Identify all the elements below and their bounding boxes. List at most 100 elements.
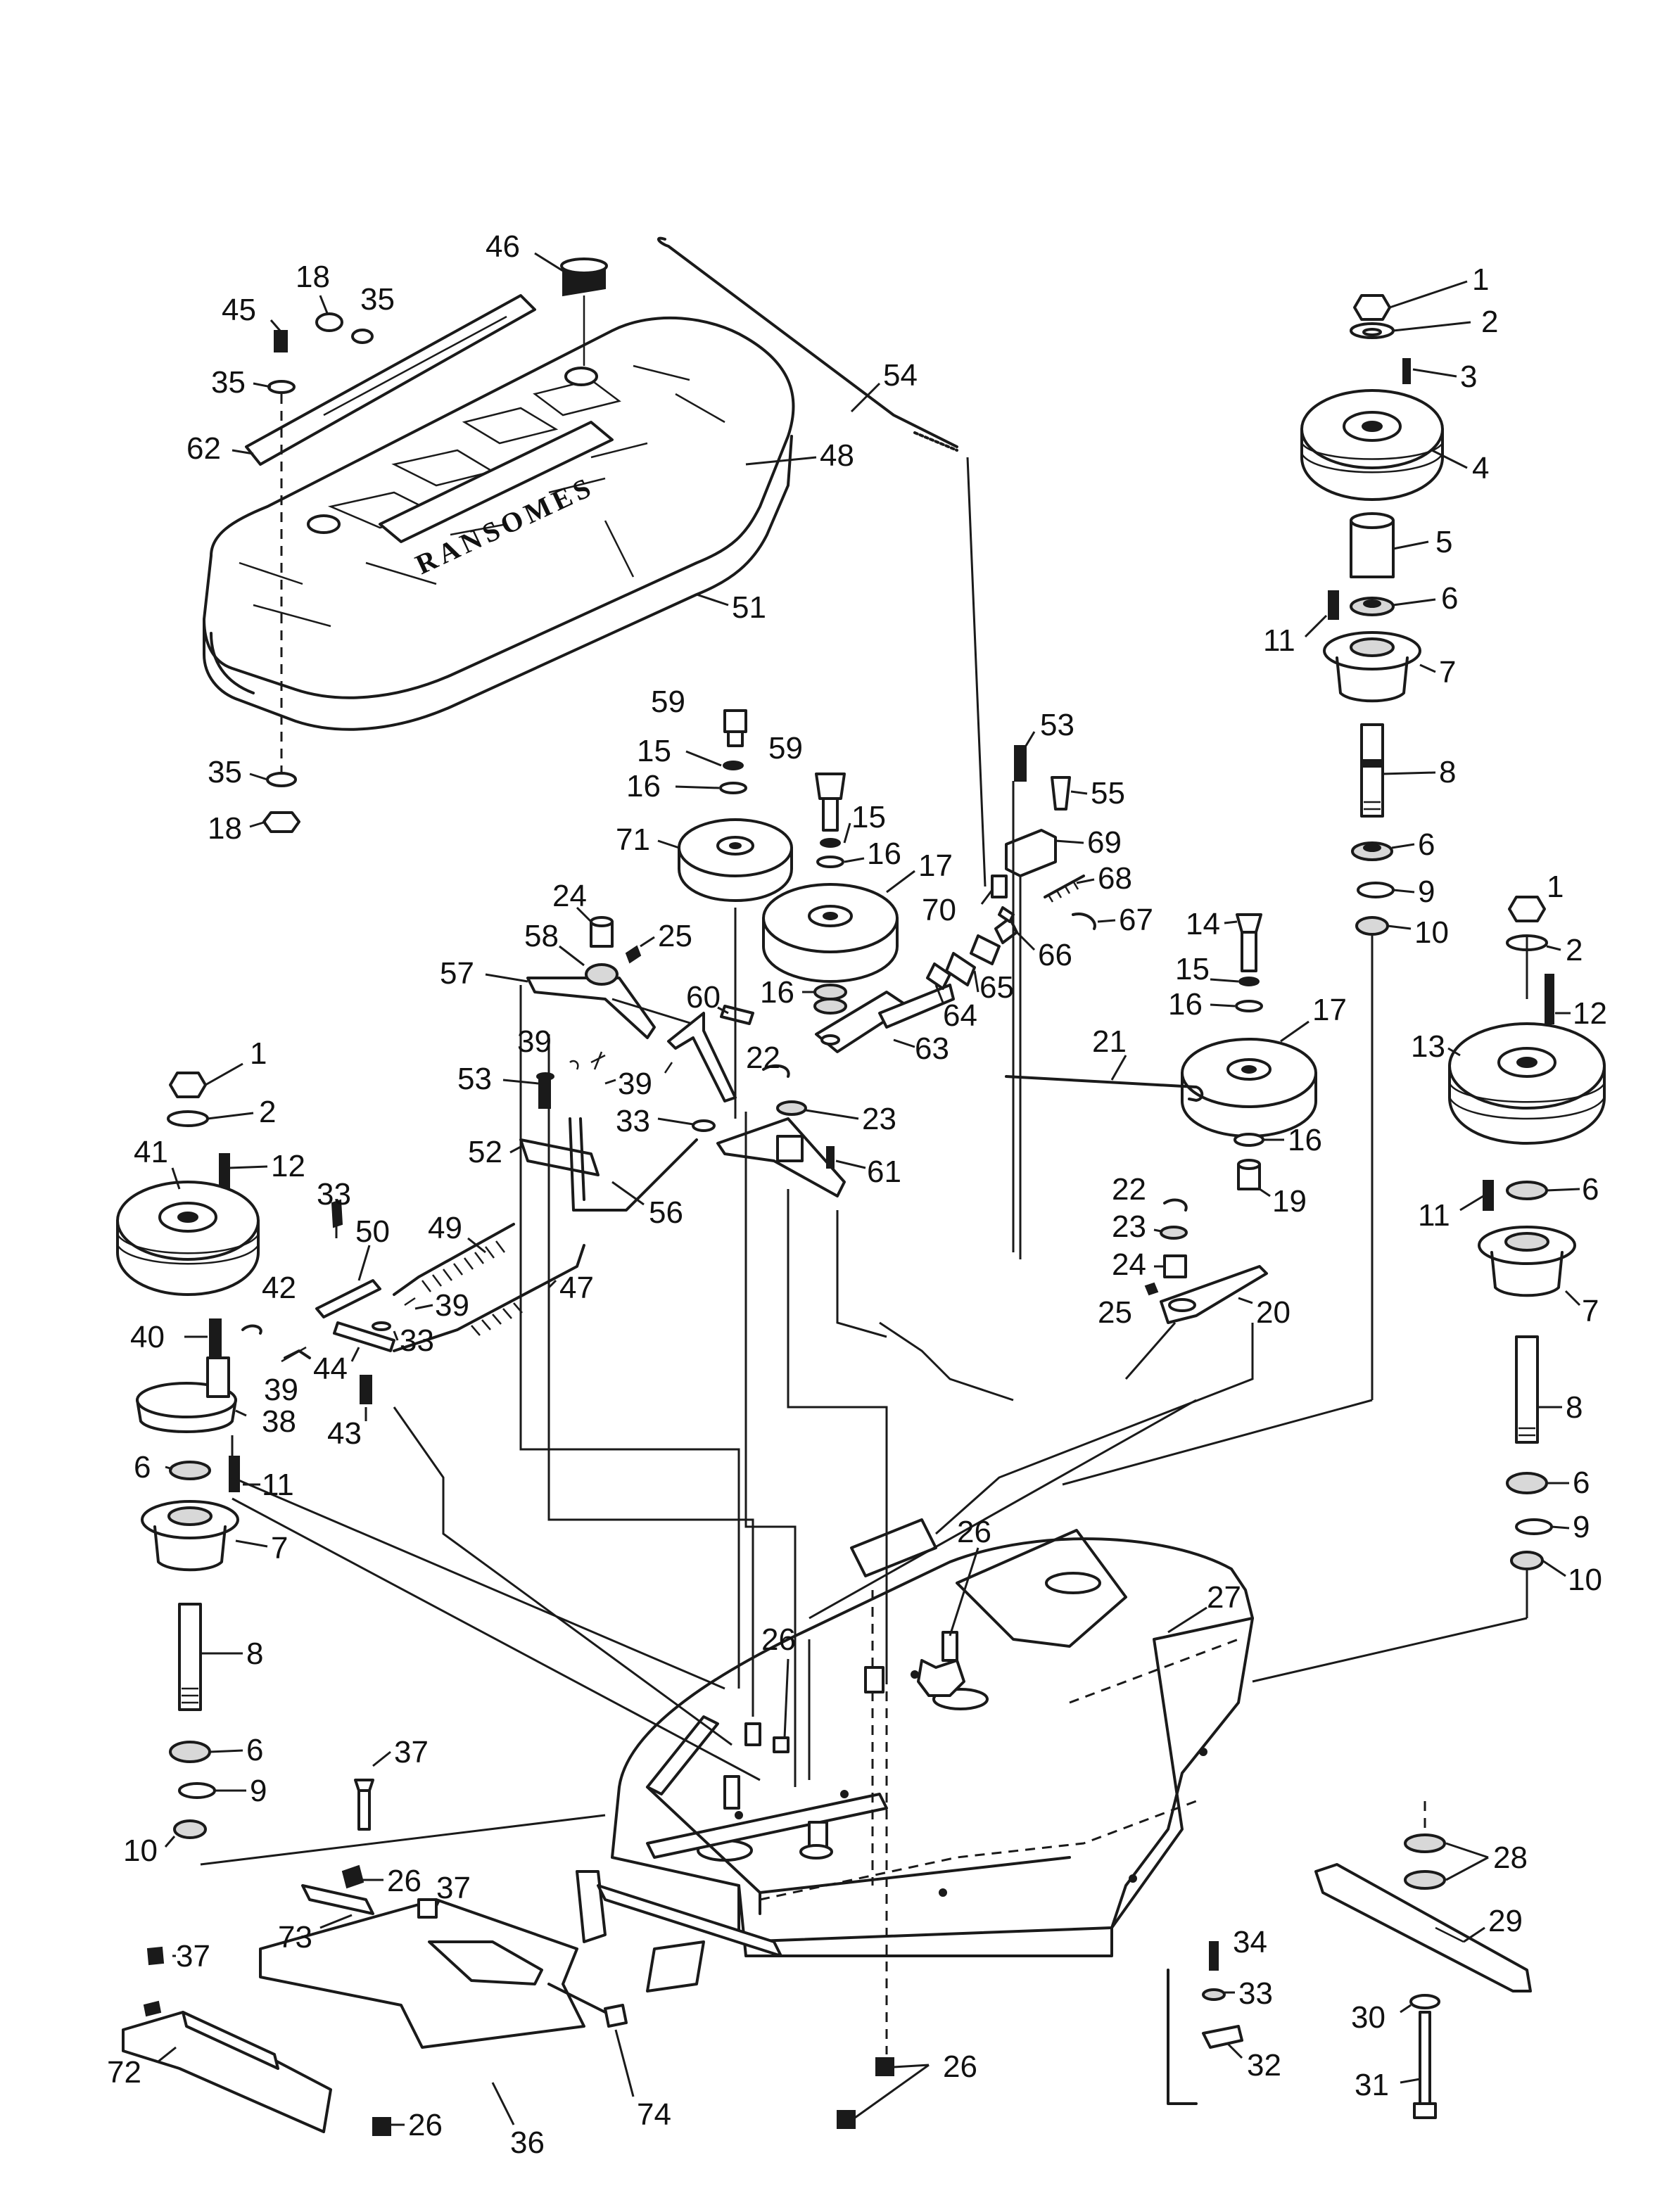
callout-24: 24 <box>1112 1247 1146 1282</box>
tension-spring-assembly <box>926 745 1096 1259</box>
callout-25: 25 <box>658 919 692 953</box>
callout-23: 23 <box>1112 1209 1146 1244</box>
callout-10: 10 <box>123 1833 158 1868</box>
callout-35: 35 <box>211 365 246 400</box>
callout-6: 6 <box>1582 1172 1599 1207</box>
callout-5: 5 <box>1435 525 1452 559</box>
leader-lines <box>231 985 1254 1787</box>
callout-1: 1 <box>1472 262 1489 297</box>
callout-33: 33 <box>317 1177 351 1212</box>
callout-26: 26 <box>761 1622 796 1657</box>
callout-22: 22 <box>746 1041 780 1075</box>
callout-25: 25 <box>1098 1295 1132 1330</box>
callout-51: 51 <box>732 590 766 625</box>
callout-41: 41 <box>134 1135 168 1169</box>
callout-26: 26 <box>957 1515 991 1549</box>
callout-20: 20 <box>1256 1295 1291 1330</box>
callout-15: 15 <box>637 734 671 768</box>
callout-15: 15 <box>851 800 886 834</box>
callout-73: 73 <box>278 1920 312 1954</box>
callout-2: 2 <box>1481 305 1498 339</box>
callout-58: 58 <box>524 919 559 953</box>
callout-4: 4 <box>1472 451 1489 485</box>
callout-1: 1 <box>250 1036 267 1071</box>
callout-48: 48 <box>820 438 854 473</box>
callout-28: 28 <box>1493 1841 1528 1875</box>
callout-12: 12 <box>1573 996 1607 1031</box>
callout-44: 44 <box>313 1352 348 1386</box>
callout-26: 26 <box>387 1864 421 1898</box>
callout-47: 47 <box>559 1271 594 1305</box>
blade-assembly <box>1167 1801 1532 2119</box>
callout-37: 37 <box>176 1939 210 1973</box>
callout-32: 32 <box>1247 2048 1281 2083</box>
left-linkage <box>241 1199 585 1404</box>
callout-24: 24 <box>552 879 587 913</box>
callout-36: 36 <box>510 2125 545 2160</box>
callout-53: 53 <box>1040 708 1074 742</box>
callout-13: 13 <box>1411 1029 1445 1064</box>
callout-12: 12 <box>271 1149 305 1183</box>
callout-74: 74 <box>637 2097 671 2132</box>
callout-8: 8 <box>246 1636 263 1671</box>
callout-54: 54 <box>883 358 918 393</box>
callout-52: 52 <box>468 1135 502 1169</box>
callout-34: 34 <box>1233 1925 1267 1959</box>
callout-11: 11 <box>1263 623 1295 658</box>
callout-59: 59 <box>651 685 685 719</box>
callout-31: 31 <box>1355 2068 1389 2102</box>
callout-15: 15 <box>1175 952 1210 986</box>
callout-16: 16 <box>1288 1123 1322 1157</box>
callout-2: 2 <box>1566 933 1583 967</box>
callout-39: 39 <box>435 1288 469 1323</box>
callout-1: 1 <box>1547 870 1564 904</box>
callout-30: 30 <box>1351 2000 1385 2035</box>
callout-6: 6 <box>1441 581 1458 616</box>
callout-8: 8 <box>1439 755 1456 789</box>
callout-35: 35 <box>360 282 395 317</box>
cover-vent-oval <box>307 514 341 534</box>
callout-37: 37 <box>394 1735 429 1769</box>
callout-53: 53 <box>457 1062 492 1096</box>
center-mount-plate <box>716 908 846 1197</box>
callout-17: 17 <box>918 848 953 883</box>
callout-16: 16 <box>867 837 901 871</box>
callout-64: 64 <box>943 998 977 1033</box>
callout-56: 56 <box>649 1195 683 1230</box>
callout-10: 10 <box>1414 915 1449 950</box>
callout-7: 7 <box>271 1531 288 1565</box>
control-rod <box>657 236 987 887</box>
callout-49: 49 <box>428 1211 462 1245</box>
idler-bracket <box>526 916 704 1039</box>
callout-6: 6 <box>1573 1466 1590 1500</box>
callout-16: 16 <box>760 975 794 1010</box>
callout-33: 33 <box>616 1104 650 1138</box>
callout-26: 26 <box>943 2049 977 2084</box>
callout-11: 11 <box>1418 1198 1450 1233</box>
idler-pulleys-center <box>678 709 955 1053</box>
callout-6: 6 <box>134 1450 151 1485</box>
callout-45: 45 <box>222 293 256 327</box>
callout-labels: 46 18 35 45 35 62 54 48 51 35 18 1 2 3 4… <box>107 229 1607 2160</box>
left-spindle-assembly <box>116 1072 606 1866</box>
callout-8: 8 <box>1566 1390 1583 1425</box>
callout-57: 57 <box>440 956 474 991</box>
callout-2: 2 <box>259 1095 276 1129</box>
belt-cover: RANSOMES <box>203 294 795 731</box>
callout-55: 55 <box>1091 776 1125 811</box>
callout-9: 9 <box>1418 875 1435 909</box>
callout-18: 18 <box>296 260 330 294</box>
callout-42: 42 <box>262 1271 296 1305</box>
callout-69: 69 <box>1087 825 1122 860</box>
callout-65: 65 <box>979 970 1014 1005</box>
right-spindle-assembly <box>1062 294 1444 1486</box>
callout-71: 71 <box>616 822 650 857</box>
callout-37: 37 <box>436 1871 471 1905</box>
callout-9: 9 <box>1573 1510 1590 1544</box>
callout-46: 46 <box>486 229 520 264</box>
callout-50: 50 <box>355 1214 390 1249</box>
callout-27: 27 <box>1207 1580 1241 1615</box>
callout-62: 62 <box>186 431 221 466</box>
callout-23: 23 <box>862 1102 896 1136</box>
